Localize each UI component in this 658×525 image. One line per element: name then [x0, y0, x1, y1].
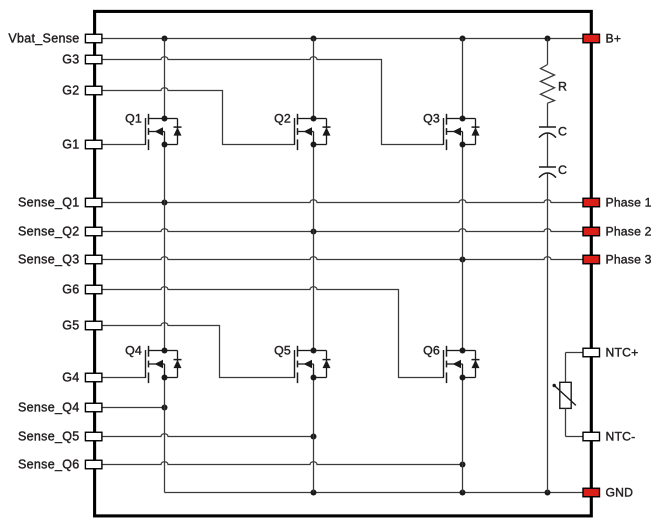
svg-text:Phase 2: Phase 2 [606, 225, 652, 239]
svg-text:Vbat_Sense: Vbat_Sense [8, 32, 79, 46]
svg-text:Sense_Q4: Sense_Q4 [18, 401, 79, 415]
svg-text:Sense_Q1: Sense_Q1 [18, 196, 79, 210]
svg-text:Q5: Q5 [274, 344, 291, 358]
svg-text:R: R [558, 80, 567, 94]
svg-text:Q1: Q1 [125, 112, 142, 126]
svg-text:Sense_Q5: Sense_Q5 [18, 430, 79, 444]
svg-text:G4: G4 [62, 371, 79, 385]
svg-text:Sense_Q3: Sense_Q3 [18, 253, 79, 267]
svg-text:G2: G2 [62, 84, 79, 98]
svg-text:G6: G6 [62, 283, 79, 297]
svg-text:NTC-: NTC- [606, 430, 636, 444]
svg-text:G3: G3 [62, 53, 79, 67]
svg-text:Q3: Q3 [423, 112, 440, 126]
svg-text:Sense_Q6: Sense_Q6 [18, 458, 79, 472]
svg-text:C: C [558, 163, 567, 177]
svg-text:C: C [558, 124, 567, 138]
svg-text:Q4: Q4 [125, 344, 142, 358]
svg-text:Phase 1: Phase 1 [606, 196, 652, 210]
svg-text:NTC+: NTC+ [606, 346, 639, 360]
svg-text:Phase 3: Phase 3 [606, 253, 652, 267]
svg-text:G5: G5 [62, 319, 79, 333]
svg-text:B+: B+ [606, 32, 622, 46]
svg-text:GND: GND [606, 486, 634, 500]
svg-text:G1: G1 [62, 138, 79, 152]
svg-text:Q2: Q2 [274, 112, 291, 126]
svg-text:Sense_Q2: Sense_Q2 [18, 225, 79, 239]
svg-text:Q6: Q6 [423, 344, 440, 358]
